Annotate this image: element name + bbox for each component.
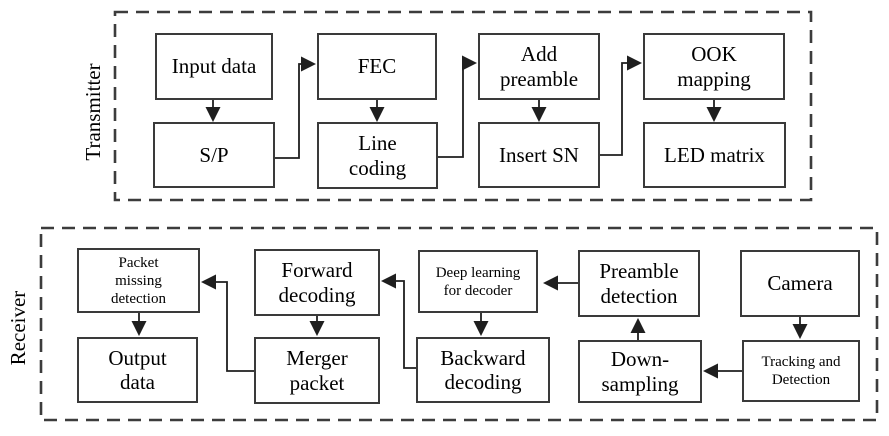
receiver-arrows xyxy=(131,273,808,379)
block-ook-mapping: OOK mapping xyxy=(643,33,785,100)
transmitter-label: Transmitter xyxy=(81,63,105,161)
block-output-data: Output data xyxy=(77,337,198,403)
block-tracking-and-detection: Tracking and Detection xyxy=(742,340,860,402)
receiver-label: Receiver xyxy=(6,290,30,366)
block-forward-decoding: Forward decoding xyxy=(254,249,380,316)
block-preamble-detection: Preamble detection xyxy=(578,250,700,317)
block-add-preamble: Add preamble xyxy=(478,33,600,100)
block-sp: S/P xyxy=(153,122,275,188)
arrow-insert-sn-to-ook-mapping xyxy=(600,55,643,156)
block-camera: Camera xyxy=(740,250,860,317)
arrow-sp-to-fec xyxy=(275,56,317,159)
block-down-sampling: Down- sampling xyxy=(578,340,702,403)
block-insert-sn: Insert SN xyxy=(478,122,600,188)
arrow-line-coding-to-add-preamble xyxy=(438,55,478,158)
transmitter-arrows xyxy=(205,55,722,159)
receiver-boundary xyxy=(39,226,879,422)
arrow-backward-decoding-to-forward-decoding xyxy=(380,273,416,369)
block-fec: FEC xyxy=(317,33,437,100)
block-backward-decoding: Backward decoding xyxy=(416,337,550,403)
block-packet-missing-detection: Packet missing detection xyxy=(77,248,200,313)
block-deep-learning-for-decoder: Deep learning for decoder xyxy=(418,250,538,313)
block-line-coding: Line coding xyxy=(317,122,438,189)
arrow-merger-packet-to-packet-missing xyxy=(200,274,254,372)
block-merger-packet: Merger packet xyxy=(254,337,380,404)
block-input-data: Input data xyxy=(155,33,273,100)
transmitter-boundary xyxy=(113,10,813,202)
block-led-matrix: LED matrix xyxy=(643,122,786,188)
